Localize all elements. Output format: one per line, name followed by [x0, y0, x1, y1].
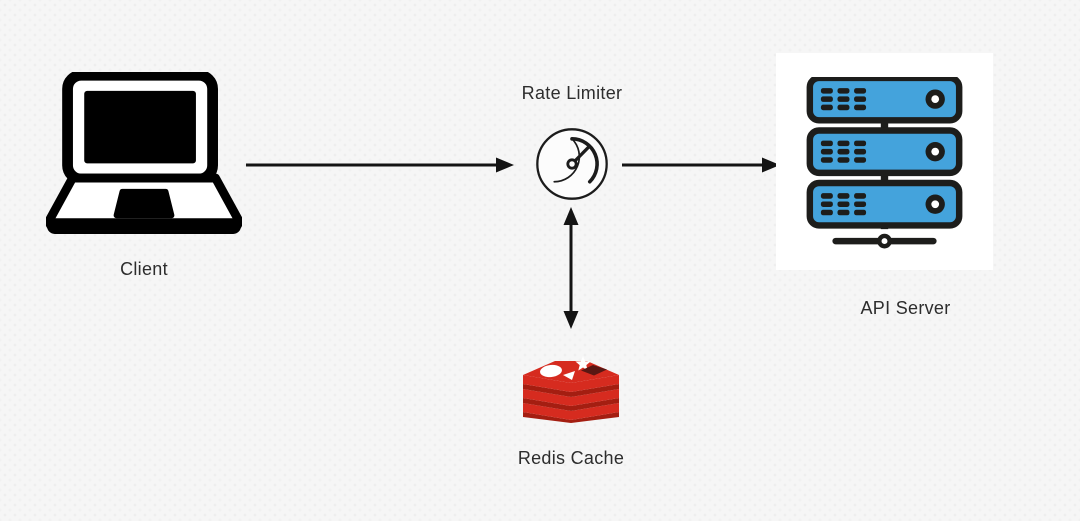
arrow-rate-limiter-to-api-server	[622, 157, 780, 173]
arrow-rate-limiter-redis-two-way	[563, 207, 579, 329]
rate-limiter-label: Rate Limiter	[521, 83, 623, 103]
redis-icon	[523, 356, 619, 423]
arrow-client-to-rate-limiter	[246, 157, 514, 173]
laptop-icon	[46, 72, 242, 234]
redis-cache-label: Redis Cache	[517, 448, 625, 468]
node-client	[46, 72, 242, 244]
gauge-icon	[536, 128, 608, 200]
node-api-server	[806, 77, 963, 254]
server-stack-icon	[806, 77, 963, 249]
api-server-label: API Server	[860, 298, 951, 318]
node-rate-limiter	[534, 126, 610, 202]
client-label: Client	[120, 259, 168, 279]
node-redis-cache	[521, 345, 621, 423]
